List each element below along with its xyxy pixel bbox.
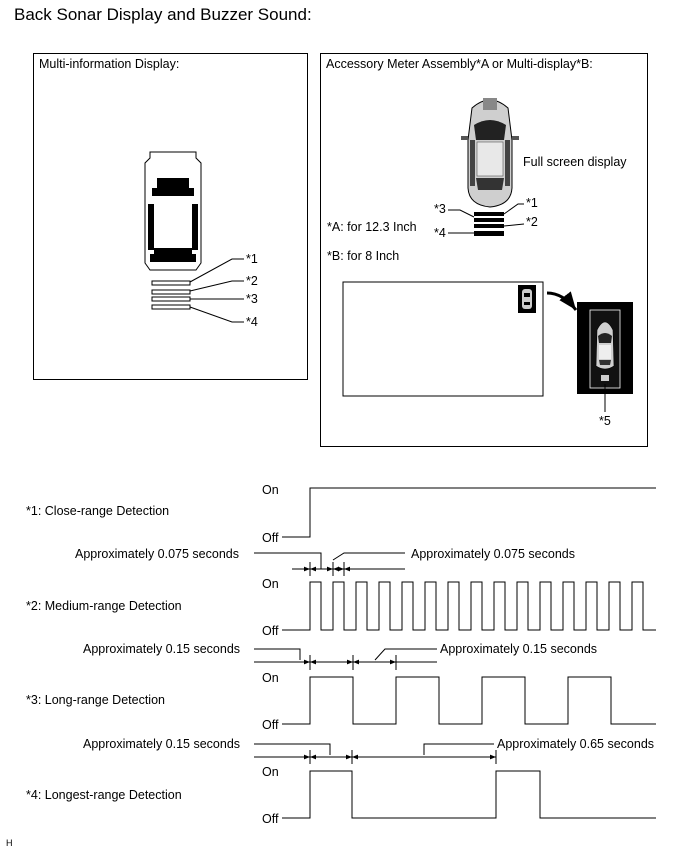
enlarged-car-view xyxy=(577,302,633,394)
row-label-long: *3: Long-range Detection xyxy=(26,693,165,707)
callout-3-left: *3 xyxy=(246,292,258,306)
note-b: *B: for 8 Inch xyxy=(327,249,399,263)
mini-car-icon xyxy=(518,285,536,313)
callout-2-right: *2 xyxy=(526,215,538,229)
callout-1-left: *1 xyxy=(246,252,258,266)
car-icon-3d xyxy=(461,98,519,208)
callout-4-right: *4 xyxy=(434,226,446,240)
sensor-bars-left xyxy=(151,280,191,310)
row-label-longest: *4: Longest-range Detection xyxy=(26,788,182,802)
waveform-medium xyxy=(282,581,656,631)
car-icon-left xyxy=(144,151,202,271)
expand-arrow xyxy=(546,291,578,311)
medium-right-note: Approximately 0.075 seconds xyxy=(411,547,575,561)
medium-left-note: Approximately 0.075 seconds xyxy=(75,547,239,561)
callout-leaders-left xyxy=(189,258,244,323)
sensor-bars-right xyxy=(474,212,504,236)
waveform-close xyxy=(282,487,656,538)
on-label-2: On xyxy=(262,577,279,591)
multi-information-display-title: Multi-information Display: xyxy=(39,57,180,71)
accessory-meter-panel: Accessory Meter Assembly*A or Multi-disp… xyxy=(320,53,648,447)
on-label-4: On xyxy=(262,765,279,779)
on-label-1: On xyxy=(262,483,279,497)
full-screen-display-label: Full screen display xyxy=(523,155,627,169)
figure-code: H xyxy=(6,838,13,848)
callout-leaders-right xyxy=(448,203,525,234)
page-title: Back Sonar Display and Buzzer Sound: xyxy=(14,5,312,24)
callout-5: *5 xyxy=(599,414,611,428)
waveform-long xyxy=(282,676,656,725)
on-label-3: On xyxy=(262,671,279,685)
callout-4-left: *4 xyxy=(246,315,258,329)
callout-2-left: *2 xyxy=(246,274,258,288)
accessory-meter-title: Accessory Meter Assembly*A or Multi-disp… xyxy=(326,57,593,71)
longest-left-note: Approximately 0.15 seconds xyxy=(83,737,240,751)
long-left-note: Approximately 0.15 seconds xyxy=(83,642,240,656)
off-label-1: Off xyxy=(262,531,279,545)
off-label-3: Off xyxy=(262,718,279,732)
row-label-close: *1: Close-range Detection xyxy=(26,504,169,518)
waveform-longest xyxy=(282,770,656,819)
row-label-medium: *2: Medium-range Detection xyxy=(26,599,182,613)
long-right-note: Approximately 0.15 seconds xyxy=(440,642,597,656)
callout-3-right: *3 xyxy=(434,202,446,216)
multi-information-display-panel: Multi-information Display: xyxy=(33,53,308,380)
off-label-4: Off xyxy=(262,812,279,826)
display-screen xyxy=(342,281,544,397)
longest-right-note: Approximately 0.65 seconds xyxy=(497,737,654,751)
off-label-2: Off xyxy=(262,624,279,638)
note-a: *A: for 12.3 Inch xyxy=(327,220,417,234)
callout-1-right: *1 xyxy=(526,196,538,210)
